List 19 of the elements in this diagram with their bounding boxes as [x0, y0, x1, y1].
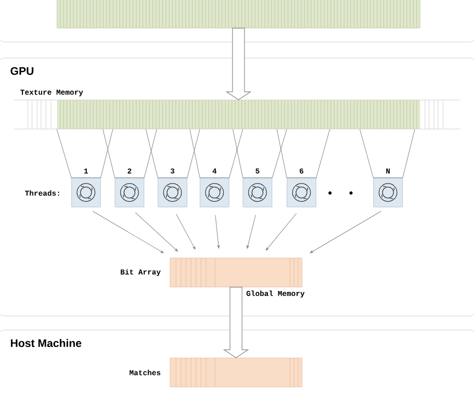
arrow — [246, 214, 256, 249]
memory-array — [56, 0, 420, 28]
funnel-lines — [276, 128, 330, 178]
panel-title: GPU — [10, 67, 34, 75]
funnel-lines — [102, 128, 158, 178]
funnel-lines — [56, 128, 114, 178]
arrow — [92, 211, 164, 254]
funnel-lines — [146, 128, 200, 178]
arrow — [215, 214, 220, 248]
arrow — [176, 214, 196, 250]
arrow — [135, 212, 178, 252]
block-arrow — [226, 28, 252, 100]
funnel-lines — [232, 128, 288, 178]
funnel-lines — [360, 128, 416, 178]
arrow — [266, 213, 297, 251]
funnel-lines — [190, 128, 244, 178]
block-arrow — [223, 286, 249, 358]
panel-title: Host Machine — [10, 338, 82, 348]
arrow — [310, 211, 382, 254]
